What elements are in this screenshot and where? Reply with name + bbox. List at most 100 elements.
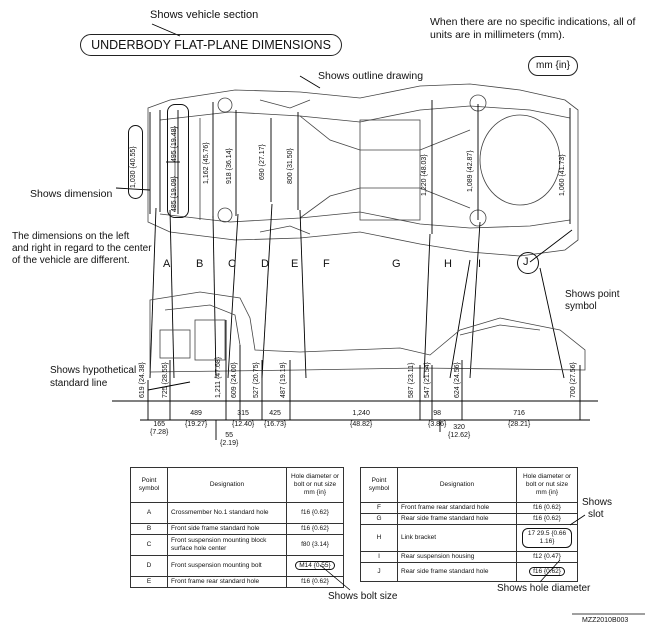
horiz-dim-489: 489 {19.27} bbox=[185, 410, 207, 429]
top-dim-485: 485 {19.09} bbox=[171, 176, 178, 212]
cell-point: A bbox=[130, 502, 168, 524]
cell-point: D bbox=[130, 555, 168, 577]
diagram-title: UNDERBODY FLAT-PLANE DIMENSIONS bbox=[80, 34, 342, 56]
dimension-oval bbox=[128, 125, 143, 199]
horiz-dim-489-mm: 489 bbox=[190, 410, 202, 417]
cell-point: C bbox=[130, 534, 168, 556]
hole-diameter-callout: Shows hole diameter bbox=[497, 583, 591, 594]
point-letter-c: C bbox=[228, 258, 236, 270]
hyp-line-line1: Shows hypothetical bbox=[50, 365, 137, 376]
header-designation: Designation bbox=[167, 467, 287, 503]
bolt-size-oval: M14 {0.55} bbox=[295, 561, 335, 570]
point-letter-f: F bbox=[323, 258, 330, 270]
cell-hole: f16 {0.62} bbox=[516, 562, 578, 582]
horiz-dim-425: 425{16.73} bbox=[264, 410, 286, 429]
top-dim-918: 918 {36.14} bbox=[226, 148, 233, 184]
header-hole: Hole diameter or bolt or nut size mm {in… bbox=[286, 467, 344, 503]
horiz-dim-315: 315 {12.40} bbox=[232, 410, 254, 429]
cell-point: I bbox=[360, 551, 398, 563]
cell-hole: M14 {0.55} bbox=[286, 555, 344, 577]
extra-dim-320-mm: 320 bbox=[453, 424, 465, 431]
top-dim-1220: 1,220 {48.03} bbox=[421, 154, 428, 196]
side-dim-587: 587 {23.11} bbox=[408, 362, 415, 398]
horiz-dim-1240-mm: 1,240 bbox=[352, 410, 370, 417]
spec-table-right: Point symbol Designation Hole diameter o… bbox=[360, 467, 578, 582]
side-dim-1211: 1,211 {47.68} bbox=[215, 356, 222, 398]
outline-callout: Shows outline drawing bbox=[318, 70, 424, 82]
horiz-dim-1240-in: {48.82} bbox=[350, 421, 373, 428]
side-dim-725: 725 {28.55} bbox=[162, 362, 169, 398]
horiz-dim-425-in: {16.73} bbox=[264, 421, 287, 428]
figure-code: MZZ2010B003 bbox=[582, 617, 629, 624]
lr-diff-line2: and right in regard to the center bbox=[12, 243, 152, 254]
table-header-row: Point symbol Designation Hole diameter o… bbox=[130, 467, 344, 503]
cell-designation: Front frame rear standard hole bbox=[167, 576, 287, 588]
point-letter-e: E bbox=[291, 258, 299, 270]
cell-designation: Rear side frame standard hole bbox=[397, 513, 517, 525]
extra-dim-320-in: {12.62} bbox=[448, 432, 471, 439]
vehicle-section-callout: Shows vehicle section bbox=[150, 9, 259, 21]
cell-designation: Front frame rear standard hole bbox=[397, 502, 517, 514]
spec-table-left: Point symbol Designation Hole diameter o… bbox=[130, 467, 344, 588]
cell-designation: Crossmember No.1 standard hole bbox=[167, 502, 287, 524]
horiz-dim-315-mm: 315 bbox=[237, 410, 249, 417]
side-dim-487: 487 {19.19} bbox=[280, 362, 287, 398]
units-note-line2: units are in millimeters (mm). bbox=[430, 29, 565, 41]
cell-designation: Front side frame standard hole bbox=[167, 523, 287, 535]
lr-diff-oval bbox=[167, 104, 189, 218]
cell-point: B bbox=[130, 523, 168, 535]
extra-dim-55-in: {2.19} bbox=[220, 440, 239, 447]
header-point: Point symbol bbox=[130, 467, 168, 503]
cell-hole: f16 {0.62} bbox=[286, 576, 344, 588]
cell-designation: Rear suspension housing bbox=[397, 551, 517, 563]
lr-diff-line1: The dimensions on the left bbox=[12, 231, 130, 242]
bolt-size-callout: Shows bolt size bbox=[328, 591, 398, 602]
dimension-callout: Shows dimension bbox=[30, 188, 113, 200]
horiz-dim-98-mm: 98 bbox=[433, 410, 442, 417]
cell-hole: f12 {0.47} bbox=[516, 551, 578, 563]
horiz-dim-716: 716{28.21} bbox=[508, 410, 530, 429]
cell-point: G bbox=[360, 513, 398, 525]
cell-hole: f80 {3.14} bbox=[286, 534, 344, 556]
cell-designation: Front suspension mounting block surface … bbox=[167, 534, 287, 556]
horiz-dim-98-in: {3.86} bbox=[428, 421, 447, 428]
slot-callout-line2: slot bbox=[588, 509, 604, 520]
top-dim-1089: 1,089 {42.87} bbox=[467, 150, 474, 192]
point-letter-h: H bbox=[444, 258, 452, 270]
horiz-dim-489-in: {19.27} bbox=[185, 421, 208, 428]
cell-point: E bbox=[130, 576, 168, 588]
horiz-dim-1240: 1,240 {48.82} bbox=[350, 410, 372, 429]
cell-designation: Link bracket bbox=[397, 524, 517, 552]
lr-diff-line3: of the vehicle are different. bbox=[12, 255, 130, 266]
horiz-dim-165: 165{7.28} bbox=[150, 421, 168, 437]
extra-dim-55: 55{2.19} bbox=[220, 432, 238, 448]
point-letter-g: G bbox=[392, 258, 401, 270]
header-point: Point symbol bbox=[360, 467, 398, 503]
point-symbol-circle bbox=[517, 252, 539, 274]
point-letter-a: A bbox=[163, 258, 171, 270]
cell-designation: Front suspension mounting bolt bbox=[167, 555, 287, 577]
horiz-dim-98: 98 {3.86} bbox=[428, 410, 446, 429]
horiz-dim-315-in: {12.40} bbox=[232, 421, 255, 428]
top-dim-1030: 1,030 {40.55} bbox=[130, 146, 137, 188]
horiz-dim-165-in: {7.28} bbox=[150, 429, 169, 436]
header-hole: Hole diameter or bolt or nut size mm {in… bbox=[516, 467, 578, 503]
top-dim-495: 495 {19.48} bbox=[171, 126, 178, 162]
horiz-dim-716-in: {28.21} bbox=[508, 421, 531, 428]
side-dim-619: 619 {24.38} bbox=[139, 362, 146, 398]
slot-oval: 17 29.5 {0.66 1.16} bbox=[522, 528, 572, 548]
cell-hole: f16 {0.62} bbox=[516, 513, 578, 525]
cell-point: F bbox=[360, 502, 398, 514]
cell-hole: f16 {0.62} bbox=[286, 502, 344, 524]
cell-point: H bbox=[360, 524, 398, 552]
extra-dim-55-mm: 55 bbox=[225, 432, 234, 439]
